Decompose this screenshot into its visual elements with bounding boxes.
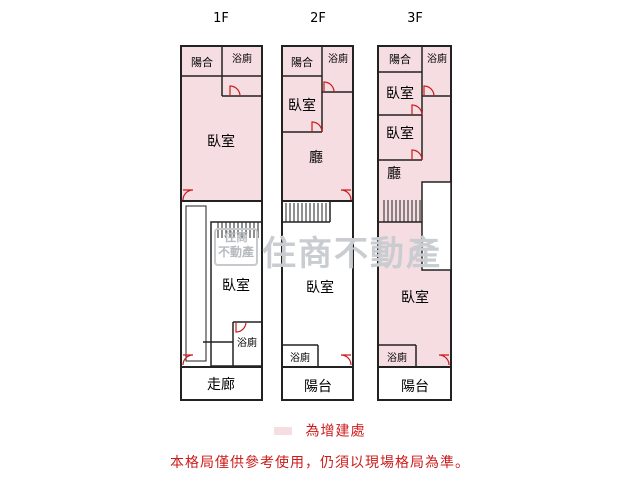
room-label: 陽台 (401, 379, 429, 395)
floor-1f: 1F 陽合 浴廁 臥室 臥室 (180, 11, 263, 401)
room-label: 陽台 (304, 379, 332, 395)
room-label: 浴廁 (427, 52, 447, 65)
room-label: 浴廁 (328, 52, 348, 65)
room-label: 浴廁 (237, 336, 257, 349)
room-label: 臥室 (306, 279, 334, 296)
door-icon (423, 85, 435, 97)
corridor-box-1f (180, 366, 263, 401)
legend-text: 為增建處 (305, 423, 366, 440)
room-label: 陽合 (191, 55, 213, 69)
room-label: 陽合 (291, 55, 313, 69)
room-label: 廳 (309, 149, 323, 166)
room-label: 臥室 (386, 85, 414, 102)
room-label: 浴廁 (290, 351, 310, 364)
floor-label-3f: 3F (407, 11, 423, 26)
floor-3f: 3F 陽合 浴廁 臥室 臥室 廳 臥室 浴廁 (377, 11, 452, 401)
door-icon (182, 354, 194, 366)
door-icon (323, 81, 335, 93)
legend-swatch (274, 426, 293, 435)
room-label: 臥室 (222, 277, 250, 294)
floor-label-1f: 1F (213, 11, 229, 26)
door-icon (411, 104, 423, 116)
balcony-box-3f (377, 366, 452, 401)
floor-plan: 1F 陽合 浴廁 臥室 臥室 (180, 11, 452, 401)
room-label: 臥室 (207, 133, 235, 150)
door-icon (182, 189, 194, 201)
door-icon (340, 354, 352, 366)
room-label: 臥室 (401, 289, 429, 306)
room-label: 浴廁 (387, 351, 407, 364)
door-icon (311, 121, 323, 133)
door-icon (438, 354, 450, 366)
room-label: 臥室 (288, 97, 316, 114)
floor-label-2f: 2F (310, 11, 326, 26)
door-icon (411, 149, 423, 161)
legend: 為增建處 (0, 420, 640, 441)
room-label: 臥室 (386, 125, 414, 142)
door-icon (229, 85, 241, 97)
floor-2f: 2F 陽合 浴廁 臥室 廳 臥室 浴廁 (281, 11, 354, 401)
disclaimer: 本格局僅供參考使用，仍須以現場格局為準。 (170, 455, 470, 471)
balcony-box-2f (281, 366, 354, 401)
door-icon (235, 321, 247, 333)
watermark-badge: 住商 不動產 (214, 228, 258, 266)
room-label: 陽合 (389, 52, 411, 66)
room-label: 廳 (387, 165, 401, 182)
door-icon (340, 189, 352, 201)
room-label: 浴廁 (232, 52, 252, 65)
room-label: 走廊 (207, 376, 235, 393)
